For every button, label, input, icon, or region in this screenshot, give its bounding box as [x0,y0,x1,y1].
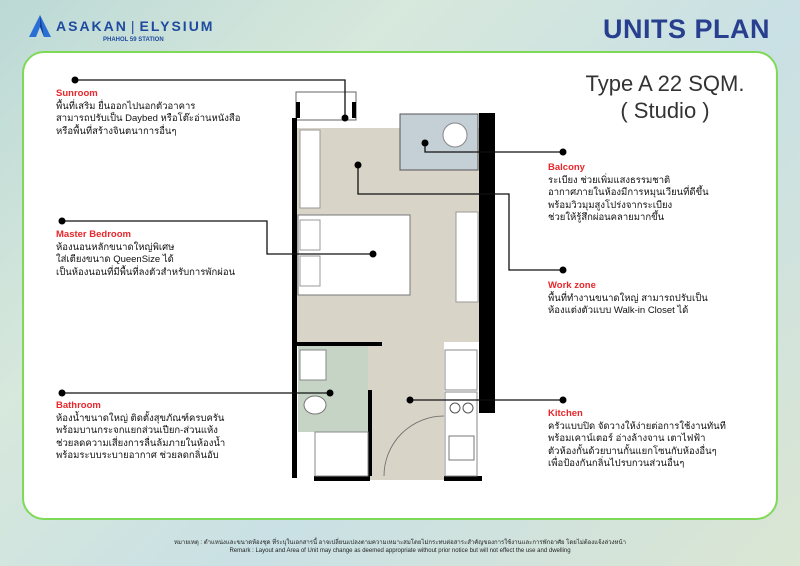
balcony-area [399,113,479,171]
balcony-description: Balcony ระเบียง ช่วยเพิ่มแสงธรรมชาติ อาก… [548,162,709,225]
desc-line: ห้องนอนหลักขนาดใหญ่พิเศษ [56,241,175,253]
asakan-logo-icon [29,15,51,37]
desc-line: พร้อมระบบระบายอากาศ ช่วยลดกลิ่นอับ [56,450,219,461]
balcony-title: Balcony [548,162,585,173]
sunroom-description: Sunroom พื้นที่เสริม ยื่นออกไปนอกตัวอาคา… [56,88,240,138]
desc-line: ห้องแต่งตัวแบบ Walk-in Closet ได้ [548,305,689,316]
unit-type: Type A 22 SQM.( Studio ) [580,70,750,124]
remark-english: Remark : Layout and Area of Unit may cha… [229,548,571,554]
fridge [444,349,478,391]
bathroom-title: Bathroom [56,400,101,411]
desc-line: เพื่อป้องกันกลิ่นไปรบกวนส่วนอื่นๆ [548,458,685,469]
remark-thai: หมายเหตุ : ตำแหน่งและขนาดห้องชุด ที่ระบุ… [174,540,626,546]
unit-kind: ( Studio ) [620,98,710,123]
desc-line: เป็นห้องนอนที่มีพื้นที่ลงตัวสำหรับการพัก… [56,266,236,278]
washer-icon [442,122,468,148]
kitchen-floor [364,342,444,480]
desc-line: พื้นที่เสริม ยื่นออกไปนอกตัวอาคาร [56,100,196,112]
desc-line: ช่วยให้รู้สึกผ่อนคลายมากขึ้น [548,212,665,223]
desc-line: พร้อมวิวมุมสูงโปร่งจากระเบียง [548,199,673,211]
desc-line: ตัวห้องกั้นด้วยบานกั้นแยกโซนกับห้องอื่นๆ [548,445,717,457]
desc-line: สามารถปรับเป็น Daybed หรือโต๊ะอ่านหนังสื… [56,113,241,124]
brand-name: ASAKAN|ELYSIUM [56,18,215,34]
bedroom-description: Master Bedroom ห้องนอนหลักขนาดใหญ่พิเศษ … [56,229,235,279]
desc-line: ช่วยลดความเสี่ยงการลื่นล้มภายในห้องน้ำ [56,437,226,449]
unit-type-size: Type A 22 SQM. [585,71,745,96]
kitchen-description: Kitchen ครัวแบบปิด จัดวางให้ง่ายต่อการใช… [548,408,726,471]
brand-logo: ASAKAN|ELYSIUM [28,14,214,38]
workzone-title: Work zone [548,280,596,291]
desc-line: พร้อมเคาน์เตอร์ อ่างล้างจาน เตาไฟฟ้า [548,433,706,444]
desc-line: ระเบียง ช่วยเพิ่มแสงธรรมชาติ [548,174,671,186]
workzone-description: Work zone พื้นที่ทำงานขนาดใหญ่ สามารถปรั… [548,280,708,318]
desc-line: ใส่เตียงขนาด QueenSize ได้ [56,254,174,265]
kitchen-title: Kitchen [548,408,583,419]
bedroom-title: Master Bedroom [56,229,131,240]
bathroom-description: Bathroom ห้องน้ำขนาดใหญ่ ติดตั้งสุขภัณฑ์… [56,400,225,463]
desc-line: พร้อมบานกระจกแยกส่วนเปียก-ส่วนแห้ง [56,425,218,436]
desc-line: พื้นที่ทำงานขนาดใหญ่ สามารถปรับเป็น [548,292,708,304]
desc-line: หรือพื้นที่สร้างจินตนาการอื่นๆ [56,125,177,137]
sunroom-title: Sunroom [56,88,98,99]
desc-line: อากาศภายในห้องมีการหมุนเวียนที่ดีขึ้น [548,187,709,198]
wardrobe [455,211,479,303]
desc-line: ห้องน้ำขนาดใหญ่ ติดตั้งสุขภัณฑ์ครบครัน [56,412,225,424]
brand-elysium: ELYSIUM [139,18,215,34]
leader-dots [58,76,567,404]
brand-station: PHAHOL 59 STATION [103,37,164,43]
desc-line: ครัวแบบปิด จัดวางให้ง่ายต่อการใช้งานทันท… [548,420,726,432]
brand-asakan: ASAKAN [56,18,128,34]
page-title: UNITS PLAN [603,14,770,44]
